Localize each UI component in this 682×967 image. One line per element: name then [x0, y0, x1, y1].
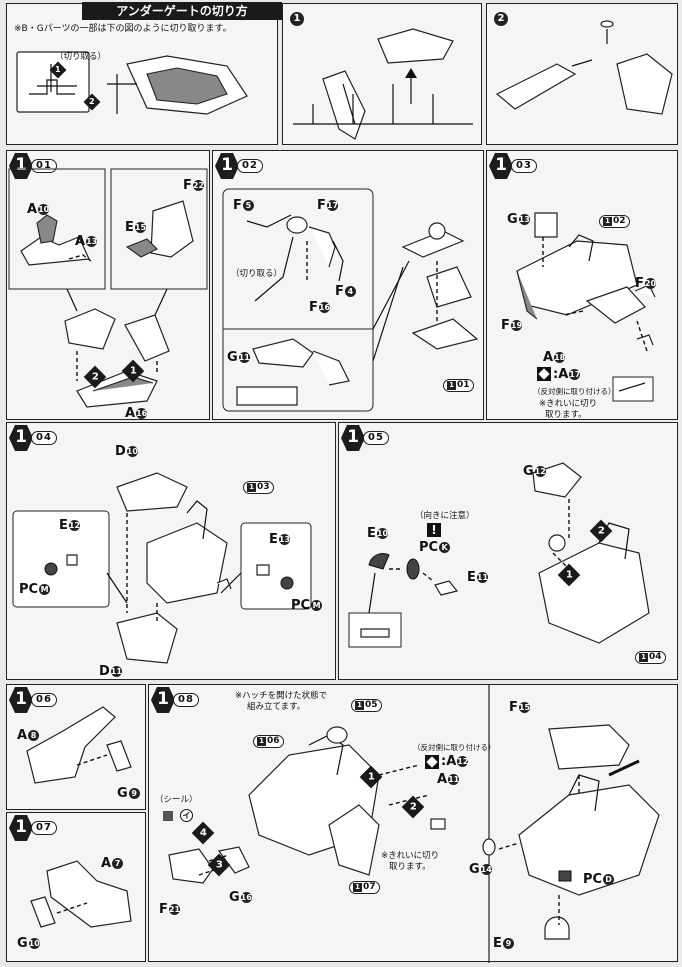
nipper-cut-illustration: [293, 28, 473, 140]
mirror-icon: [425, 755, 439, 769]
seal-number: イ: [179, 809, 193, 823]
label-f21: F21: [159, 902, 181, 917]
label-a16: A16: [125, 406, 148, 421]
label-e10: E10: [367, 526, 389, 541]
label-f19: F19: [501, 318, 523, 333]
label-f16: F16: [309, 300, 331, 315]
label-f17: F17: [317, 198, 339, 213]
step-103-illustration: [516, 212, 656, 402]
step-106-illustration: [26, 706, 132, 784]
caution-icon: !: [427, 523, 441, 537]
step-105-illustration: [348, 462, 650, 648]
cut-step-number-1: 1: [290, 12, 304, 26]
label-g13: G13: [507, 212, 530, 227]
seal-label: （シール）: [155, 795, 198, 805]
step-102-illustration: [222, 188, 479, 412]
label-g14: G14: [469, 862, 492, 877]
cut-label: （切り取る）: [231, 269, 283, 279]
label-d10: D10: [115, 444, 138, 459]
label-a13: A13: [75, 234, 98, 249]
label-e11: E11: [467, 570, 489, 585]
mirror-icon: [537, 367, 551, 381]
gate-cut-step2-panel: 2: [486, 3, 678, 145]
step-101-illustration: [8, 168, 208, 408]
gate-cut-illustration: [16, 51, 248, 115]
hatch-note-1: ※ハッチを開けた状態で: [235, 691, 328, 701]
label-a12: :A12: [441, 754, 469, 769]
label-f15: F15: [509, 700, 531, 715]
label-d11: D11: [99, 664, 122, 679]
orientation-caution: （向きに注意）: [415, 511, 475, 521]
label-e12: E12: [59, 518, 81, 533]
label-f20: F20: [635, 276, 657, 291]
nipper-trim-illustration: [495, 20, 673, 115]
opposite-side-note: （反対側に取り付ける）: [413, 743, 496, 752]
label-a17: :A17: [553, 367, 581, 382]
clean-cut-note-2: 取ります。: [545, 410, 587, 420]
label-g11: G11: [227, 350, 250, 365]
label-a10: A10: [27, 202, 50, 217]
label-g12: G12: [523, 464, 546, 479]
gate-cut-step1-panel: 1: [282, 3, 482, 145]
label-e13: E13: [269, 532, 291, 547]
clean-cut-note-2: 取ります。: [389, 862, 431, 872]
label-g16: G16: [229, 890, 252, 905]
label-e15: E15: [125, 220, 147, 235]
step-108-illustration: [163, 685, 660, 963]
label-g10: G10: [17, 936, 40, 951]
cut-step-number-2: 2: [494, 12, 508, 26]
header-note: ※B・Gパーツの一部は下の図のように切り取ります。: [14, 24, 232, 34]
gate-cut-panel: （切り取る）: [6, 3, 278, 145]
hatch-note-2: 組み立てます。: [247, 702, 306, 712]
label-a11: A11: [437, 772, 460, 787]
opposite-side-note: （反対側に取り付ける）: [533, 387, 616, 396]
label-a18: A18: [543, 350, 566, 365]
clean-cut-note-1: ※きれいに切り: [381, 851, 440, 861]
page-title: アンダーゲートの切り方: [82, 2, 282, 20]
clean-cut-note-1: ※きれいに切り: [539, 399, 598, 409]
step-107-illustration: [30, 860, 132, 928]
cut-label: （切り取る）: [55, 52, 107, 62]
label-f22: F22: [183, 178, 205, 193]
step-104-illustration: [12, 472, 312, 664]
